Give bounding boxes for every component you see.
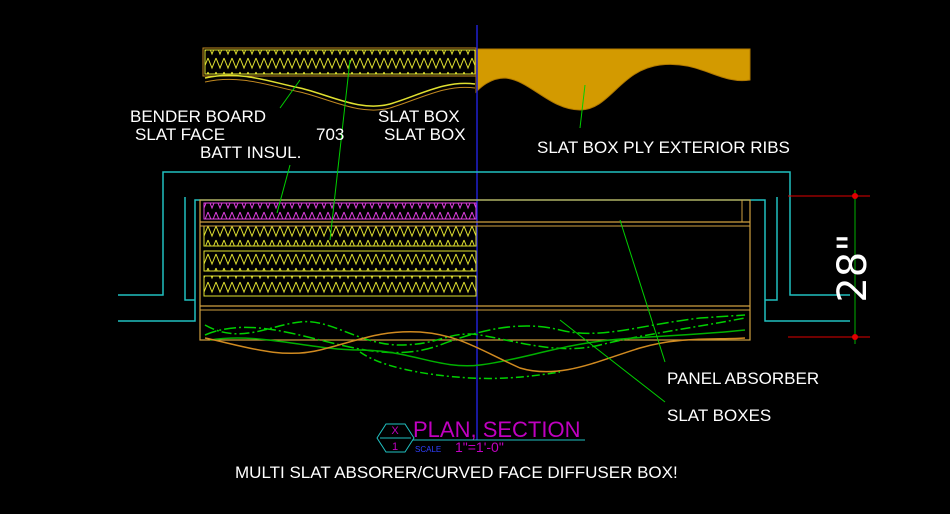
label-slat-face: SLAT FACE [135,125,225,144]
label-bender-board: BENDER BOARD [130,107,266,126]
drawing-title: PLAN, SECTION [413,417,580,442]
ply-rib-fill [475,48,751,111]
label-703: 703 [316,125,344,144]
slat-waves [204,314,746,380]
label-batt-insul: BATT INSUL. [200,143,301,162]
dimension-text: 28" [830,233,876,302]
detail-tag-bottom: 1 [392,441,398,453]
absorber-box [199,199,751,341]
label-slat-box-1: SLAT BOX [378,107,460,126]
label-slat-boxes: SLAT BOXES [667,406,771,425]
scale-label: SCALE [415,445,441,454]
drawing-caption: MULTI SLAT ABSORER/CURVED FACE DIFFUSER … [235,463,678,482]
detail-tag-hexagon [376,423,415,453]
label-ply-ribs: SLAT BOX PLY EXTERIOR RIBS [537,138,790,157]
top-insulation-detail [202,47,478,111]
leader-lines [276,59,666,403]
detail-tag-top: X [391,425,399,437]
dimension-ticks [852,193,858,340]
label-slat-box-2: SLAT BOX [384,125,466,144]
title-block: X 1 PLAN, SECTION SCALE 1"=1'-0" [376,417,585,455]
label-panel-absorber: PANEL ABSORBER [667,369,819,388]
scale-value: 1"=1'-0" [455,439,504,455]
